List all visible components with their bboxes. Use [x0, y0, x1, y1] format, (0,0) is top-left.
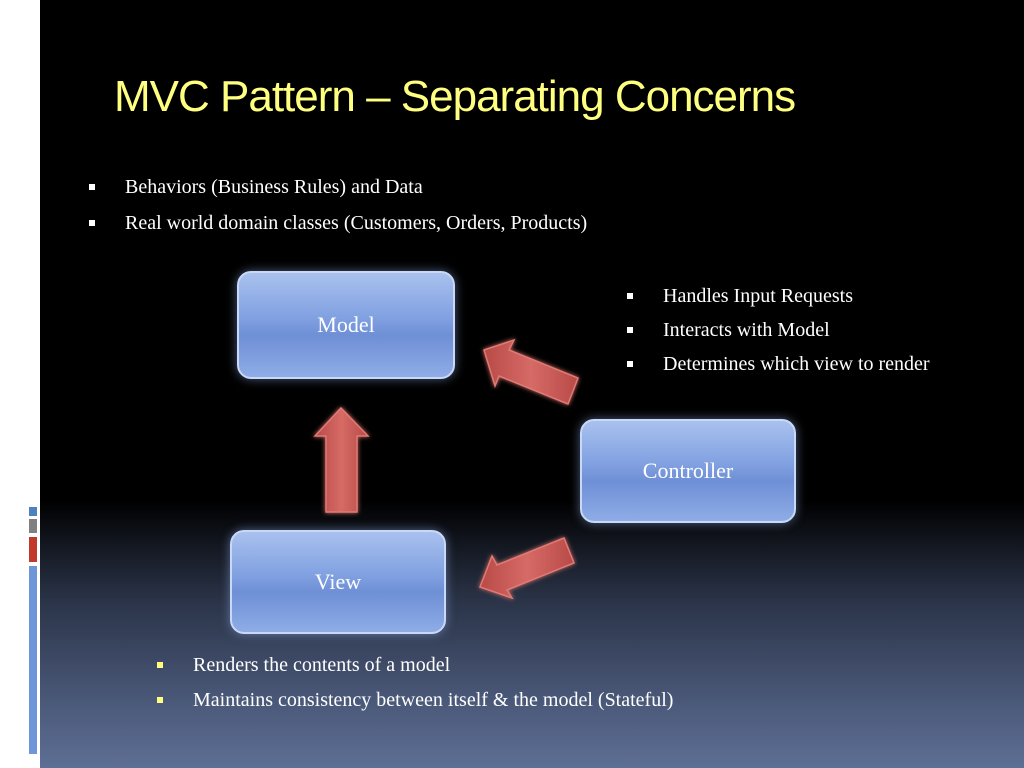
list-item: Maintains consistency between itself & t… [157, 689, 674, 712]
model-bullets: Behaviors (Business Rules) and Data Real… [89, 176, 588, 235]
list-item: Interacts with Model [627, 319, 930, 342]
bullet-text: Interacts with Model [663, 319, 830, 341]
bullet-text: Handles Input Requests [663, 285, 853, 307]
model-box-label: Model [317, 312, 375, 337]
bullet-text: Real world domain classes (Customers, Or… [125, 212, 588, 234]
model-box: Model [237, 271, 455, 379]
list-item: Determines which view to render [627, 353, 930, 376]
controller-bullets: Handles Input Requests Interacts with Mo… [627, 285, 930, 376]
view-box: View [230, 530, 446, 634]
bullet-square-icon [627, 293, 633, 299]
view-box-label: View [314, 569, 362, 594]
deco-bar-blue-long [29, 566, 37, 754]
list-item: Renders the contents of a model [157, 654, 673, 677]
bullet-text: Maintains consistency between itself & t… [193, 689, 674, 711]
bullet-text: Behaviors (Business Rules) and Data [125, 176, 423, 198]
deco-bar-blue-small [29, 507, 37, 516]
list-item: Real world domain classes (Customers, Or… [89, 212, 588, 235]
bullet-square-icon [89, 184, 95, 190]
deco-bar-red [29, 537, 37, 562]
deco-bar-gray [29, 519, 37, 533]
arrow-up-icon [313, 406, 370, 513]
list-item: Handles Input Requests [627, 285, 930, 308]
bullet-text: Renders the contents of a model [193, 654, 451, 676]
arrow-up-left-icon [483, 338, 579, 405]
controller-box: Controller [580, 419, 796, 523]
arrow-down-left-icon [479, 537, 575, 600]
controller-box-label: Controller [642, 458, 734, 483]
bullet-square-icon [627, 327, 633, 333]
bullet-square-icon [89, 220, 95, 226]
view-bullets: Renders the contents of a model Maintain… [157, 654, 674, 712]
slide-title: MVC Pattern – Separating Concerns [114, 72, 796, 121]
bullet-square-icon [157, 662, 163, 668]
bullet-square-icon [627, 361, 633, 367]
list-item: Behaviors (Business Rules) and Data [89, 176, 587, 199]
bullet-text: Determines which view to render [663, 353, 930, 375]
bullet-square-icon [157, 697, 163, 703]
